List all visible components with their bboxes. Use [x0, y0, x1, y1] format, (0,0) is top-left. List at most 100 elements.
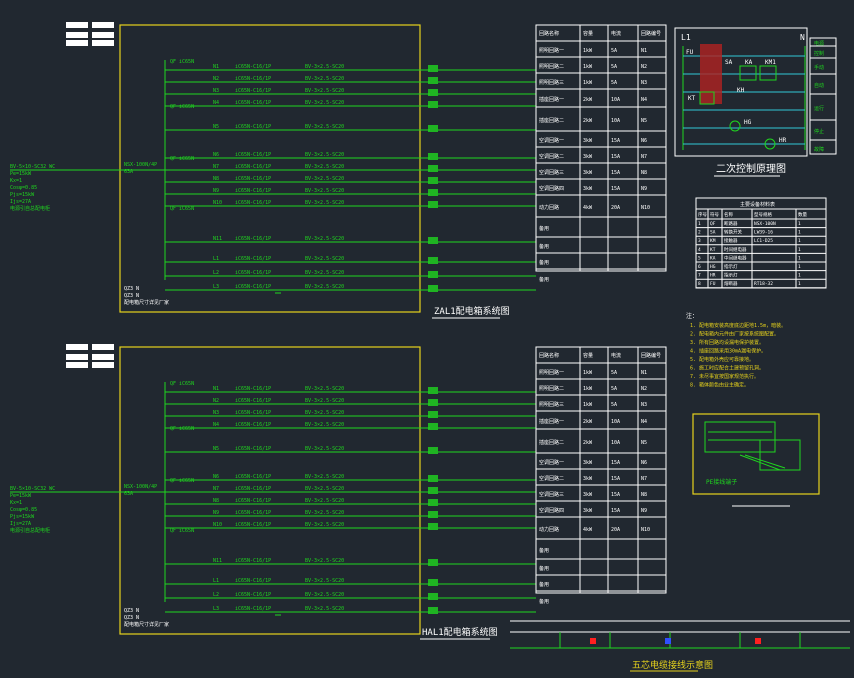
table-cell: 备用: [539, 243, 549, 250]
table-cell: N10: [641, 205, 650, 211]
group-breaker: QF iC65N: [170, 478, 194, 484]
breaker-spec: iC65N-C16/1P: [235, 592, 271, 598]
equipment-cell: 断路器: [724, 220, 738, 227]
breaker-spec: iC65N-C16/1P: [235, 422, 271, 428]
table-cell: 备用: [539, 565, 549, 572]
note-line: 5. 配电箱外壳应可靠接地。: [690, 356, 754, 363]
breaker-spec: iC65N-C16/1P: [235, 200, 271, 206]
breaker-spec: iC65N-C16/1P: [235, 176, 271, 182]
label-kh: KH: [737, 87, 745, 94]
note-line: 7. 未尽事宜按国家规范执行。: [690, 373, 759, 380]
table-cell: 5A: [611, 402, 617, 408]
incoming-spec: Pe=15kW: [10, 493, 32, 499]
equipment-cell: 7: [698, 273, 701, 279]
equipment-cell: KA: [710, 255, 716, 261]
bottom-panel-title: HAL1配电箱系统图: [422, 626, 498, 638]
breaker-spec: iC65N-C16/1P: [235, 386, 271, 392]
table-cell: 照明回路一: [539, 369, 564, 376]
equipment-cell: NSX-100N: [754, 221, 776, 227]
table-cell: 照明回路三: [539, 401, 564, 408]
cable-spec: BV-3×2.5-SC20: [305, 88, 344, 94]
table-cell: 4kW: [583, 527, 593, 533]
circuit-id: N6: [213, 474, 219, 480]
top-panel-title: ZAL1配电箱系统图: [434, 305, 510, 317]
table-cell: 3kW: [583, 154, 593, 160]
table-cell: 照明回路一: [539, 47, 564, 54]
secondary-control-schematic: L1 N FU SA KA KM1 KT HG HR KH 电源控制手动自动运行…: [674, 27, 837, 177]
cable-spec: BV-3×2.5-SC20: [305, 510, 344, 516]
incoming-spec: Kx=1: [10, 500, 22, 506]
breaker-spec: iC65N-C16/1P: [235, 64, 271, 70]
breaker-spec: iC65N-C16/1P: [235, 398, 271, 404]
table-header: 容量: [583, 352, 593, 359]
panel-header-boxes: [66, 344, 114, 368]
equipment-header: 序号: [698, 211, 707, 218]
incoming-spec: Pe=15kW: [10, 171, 32, 177]
table-header: 电流: [611, 352, 621, 359]
table-cell: 备用: [539, 259, 549, 266]
breaker-spec: iC65N-C16/1P: [235, 522, 271, 528]
incoming-spec: Cosφ=0.85: [10, 507, 37, 513]
circuit-id: N5: [213, 446, 219, 452]
cable-spec: BV-3×2.5-SC20: [305, 486, 344, 492]
breaker-spec: iC65N-C16/1P: [235, 446, 271, 452]
table-cell: N9: [641, 186, 647, 192]
note-line: 6. 施工时应配合土建预留孔洞。: [690, 365, 764, 372]
table-cell: 15A: [611, 170, 620, 176]
cable-spec: BV-3×2.5-SC20: [305, 284, 344, 290]
table-cell: N7: [641, 476, 647, 482]
top-distribution-panel: BV-5×10-SC32 WCPe=15kWKx=1Cosφ=0.85Pjs=1…: [10, 22, 667, 313]
table-cell: 2kW: [583, 118, 593, 124]
table-cell: 空调回路三: [539, 491, 564, 498]
table-cell: 2kW: [583, 419, 593, 425]
legend-item: 运行: [814, 105, 824, 112]
panel-border: [119, 24, 421, 313]
legend-item: 手动: [814, 64, 824, 71]
table-cell: 空调回路二: [539, 153, 564, 160]
panel-note: QZ3 N: [124, 293, 139, 299]
equipment-title: 主要设备材料表: [740, 201, 775, 208]
table-cell: 备用: [539, 547, 549, 554]
table-cell: 空调回路四: [539, 185, 564, 192]
table-cell: N1: [641, 48, 647, 54]
breaker-spec: iC65N-C16/1P: [235, 486, 271, 492]
table-cell: N8: [641, 492, 647, 498]
equipment-cell: 时间继电器: [724, 246, 747, 253]
label-hg: HG: [744, 119, 752, 126]
incoming-spec: Kx=1: [10, 178, 22, 184]
table-cell: 插座回路一: [539, 418, 564, 425]
equipment-cell: LC1-D25: [754, 238, 773, 244]
bottom-distribution-panel: BV-5×10-SC32 WCPe=15kWKx=1Cosφ=0.85Pjs=1…: [10, 344, 667, 635]
table-header: 电流: [611, 30, 621, 37]
equipment-cell: HR: [710, 273, 716, 279]
table-cell: N3: [641, 80, 647, 86]
table-cell: 照明回路二: [539, 385, 564, 392]
group-breaker: QF iC65N: [170, 59, 194, 65]
equipment-cell: 1: [798, 264, 801, 270]
label-kt: KT: [688, 95, 696, 102]
breaker-spec: iC65N-C16/1P: [235, 410, 271, 416]
circuit-id: N11: [213, 558, 222, 564]
circuit-id: N2: [213, 76, 219, 82]
cable-spec: BV-3×2.5-SC20: [305, 446, 344, 452]
equipment-header: 符号: [710, 211, 719, 218]
circuit-id: L1: [213, 578, 219, 584]
legend-item: 电源: [814, 40, 824, 47]
breaker-spec: iC65N-C16/1P: [235, 100, 271, 106]
group-breaker: QF iC65N: [170, 104, 194, 110]
cable-spec: BV-3×2.5-SC20: [305, 270, 344, 276]
circuit-id: L3: [213, 606, 219, 612]
panel-note: 配电箱尺寸详见厂家: [124, 621, 169, 628]
table-cell: 10A: [611, 97, 620, 103]
indicator-lamp-icon: [764, 138, 776, 150]
table-cell: 5A: [611, 370, 617, 376]
label-ka: KA: [745, 59, 753, 66]
table-cell: 1kW: [583, 48, 593, 54]
equipment-cell: 接触器: [724, 237, 738, 244]
equipment-cell: 5: [698, 255, 701, 261]
label-fu: FU: [686, 49, 694, 56]
table-cell: 15A: [611, 492, 620, 498]
panel-note: QZ3 N: [124, 615, 139, 621]
